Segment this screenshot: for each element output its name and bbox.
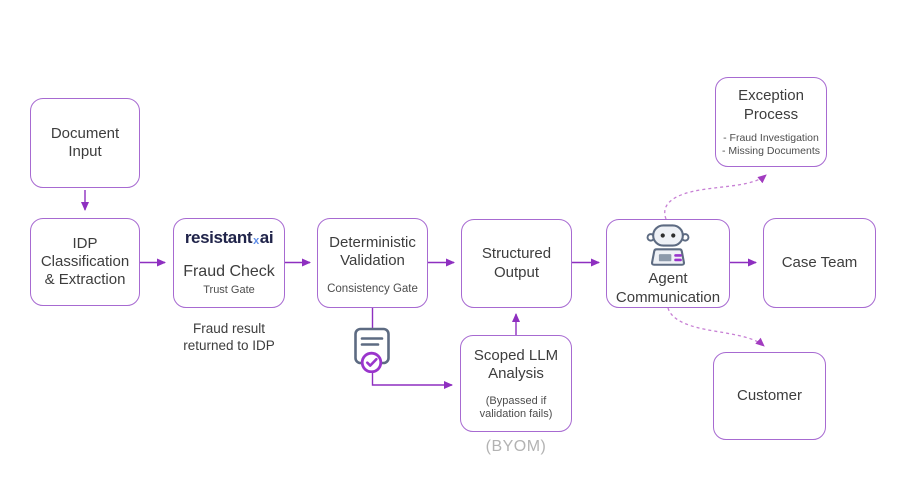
- node-label: Output: [493, 263, 540, 281]
- node-idp-classification: IDP Classification & Extraction: [30, 218, 140, 306]
- node-scoped-llm-analysis: Scoped LLM Analysis (Bypassed if validat…: [460, 335, 572, 432]
- node-label: Case Team: [781, 253, 858, 271]
- node-sublabel: Trust Gate: [203, 283, 255, 296]
- node-sublabel: (Bypassed if validation fails): [479, 394, 553, 421]
- document-check-icon: [354, 327, 390, 373]
- resistant-ai-logo: resistantxai: [184, 228, 274, 247]
- node-deterministic-validation: Deterministic Validation Consistency Gat…: [317, 218, 428, 308]
- node-label: Exception: [738, 87, 804, 104]
- node-case-team: Case Team: [763, 218, 876, 308]
- node-structured-output: Structured Output: [461, 219, 572, 308]
- dashed-arrow-agent-to-customer: [667, 307, 765, 347]
- robot-icon: [646, 224, 690, 267]
- node-label: Input: [68, 143, 102, 160]
- node-label: Classification: [40, 252, 130, 270]
- node-label: & Extraction: [44, 271, 126, 289]
- node-customer: Customer: [713, 352, 826, 440]
- node-label: Agent: [648, 270, 688, 288]
- node-label: Customer: [736, 386, 803, 404]
- node-label: Fraud Check: [183, 263, 275, 281]
- node-document-input: Document Input: [30, 98, 140, 188]
- node-label: Deterministic: [329, 234, 416, 251]
- node-label: Analysis: [488, 365, 544, 383]
- node-sublabel: - Fraud Investigation - Missing Document…: [721, 131, 821, 158]
- node-label: Communication: [615, 288, 721, 306]
- fraud-result-note: Fraud result returned to IDP: [183, 321, 275, 354]
- node-label: IDP: [72, 234, 98, 252]
- node-sublabel: Consistency Gate: [327, 282, 418, 295]
- node-exception-process: Exception Process - Fraud Investigation …: [715, 77, 827, 167]
- dashed-arrow-agent-to-exception: [664, 174, 767, 220]
- node-label: Structured: [481, 245, 552, 263]
- node-label: Validation: [340, 252, 405, 270]
- logo-x-icon: x: [253, 235, 259, 247]
- node-label: Process: [743, 105, 799, 123]
- byom-note: (BYOM): [485, 438, 547, 455]
- node-agent-communication: Agent Communication: [606, 219, 730, 308]
- node-label: Document: [50, 124, 120, 142]
- node-label: Scoped LLM: [473, 347, 559, 364]
- node-fraud-check: resistantxai Fraud Check Trust Gate: [173, 218, 285, 308]
